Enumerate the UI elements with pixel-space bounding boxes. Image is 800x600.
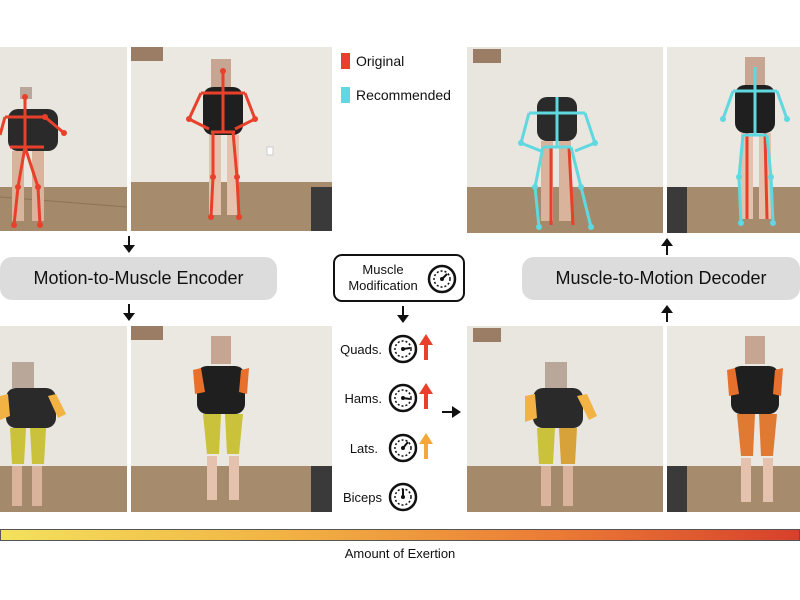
photo-muscle-modified-back — [667, 326, 800, 512]
muscle-label-hams: Hams. — [344, 391, 382, 406]
arrow-up-icon — [419, 433, 433, 459]
motion-to-muscle-encoder: Motion-to-Muscle Encoder — [0, 257, 277, 300]
arrow-up-icon — [419, 383, 433, 409]
photo-recommended-pose-back — [667, 47, 800, 233]
legend-original-label: Original — [356, 53, 405, 69]
legend-original: Original — [341, 53, 404, 69]
gauge-icon — [388, 334, 418, 364]
arrow-up-to-decoder — [661, 305, 673, 322]
gauge-icon — [388, 383, 418, 413]
gauge-icon — [427, 264, 457, 294]
exertion-colorbar — [0, 529, 800, 541]
muscle-modification-box: Muscle Modification — [333, 254, 465, 302]
photo-original-pose-back — [131, 47, 332, 231]
muscle-to-motion-decoder: Muscle-to-Motion Decoder — [522, 257, 800, 300]
arrow-up-from-decoder — [661, 238, 673, 255]
photo-muscle-original-back — [131, 326, 332, 512]
gauge-icon — [388, 482, 418, 512]
decoder-label: Muscle-to-Motion Decoder — [555, 268, 767, 288]
legend-original-swatch — [341, 53, 350, 69]
gauge-icon — [388, 433, 418, 463]
muscle-label-quads: Quads. — [340, 342, 382, 357]
encoder-label: Motion-to-Muscle Encoder — [33, 268, 244, 288]
arrow-down-to-muscles — [397, 306, 409, 323]
legend-recommended: Recommended — [341, 87, 451, 103]
exertion-label: Amount of Exertion — [344, 546, 456, 561]
arrow-down-to-encoder — [123, 236, 135, 253]
muscle-modification-label: Muscle Modification — [348, 262, 418, 293]
photo-muscle-original-front — [0, 326, 127, 512]
muscle-label-lats: Lats. — [349, 441, 378, 456]
arrow-down-from-encoder — [123, 304, 135, 321]
photo-recommended-pose-front — [467, 47, 663, 233]
arrow-right-to-output — [442, 406, 461, 418]
photo-muscle-modified-front — [467, 326, 663, 512]
legend-recommended-label: Recommended — [356, 87, 451, 103]
photo-original-pose-front — [0, 47, 127, 231]
legend-recommended-swatch — [341, 87, 350, 103]
muscle-label-biceps: Biceps — [342, 490, 382, 505]
arrow-up-icon — [419, 334, 433, 360]
